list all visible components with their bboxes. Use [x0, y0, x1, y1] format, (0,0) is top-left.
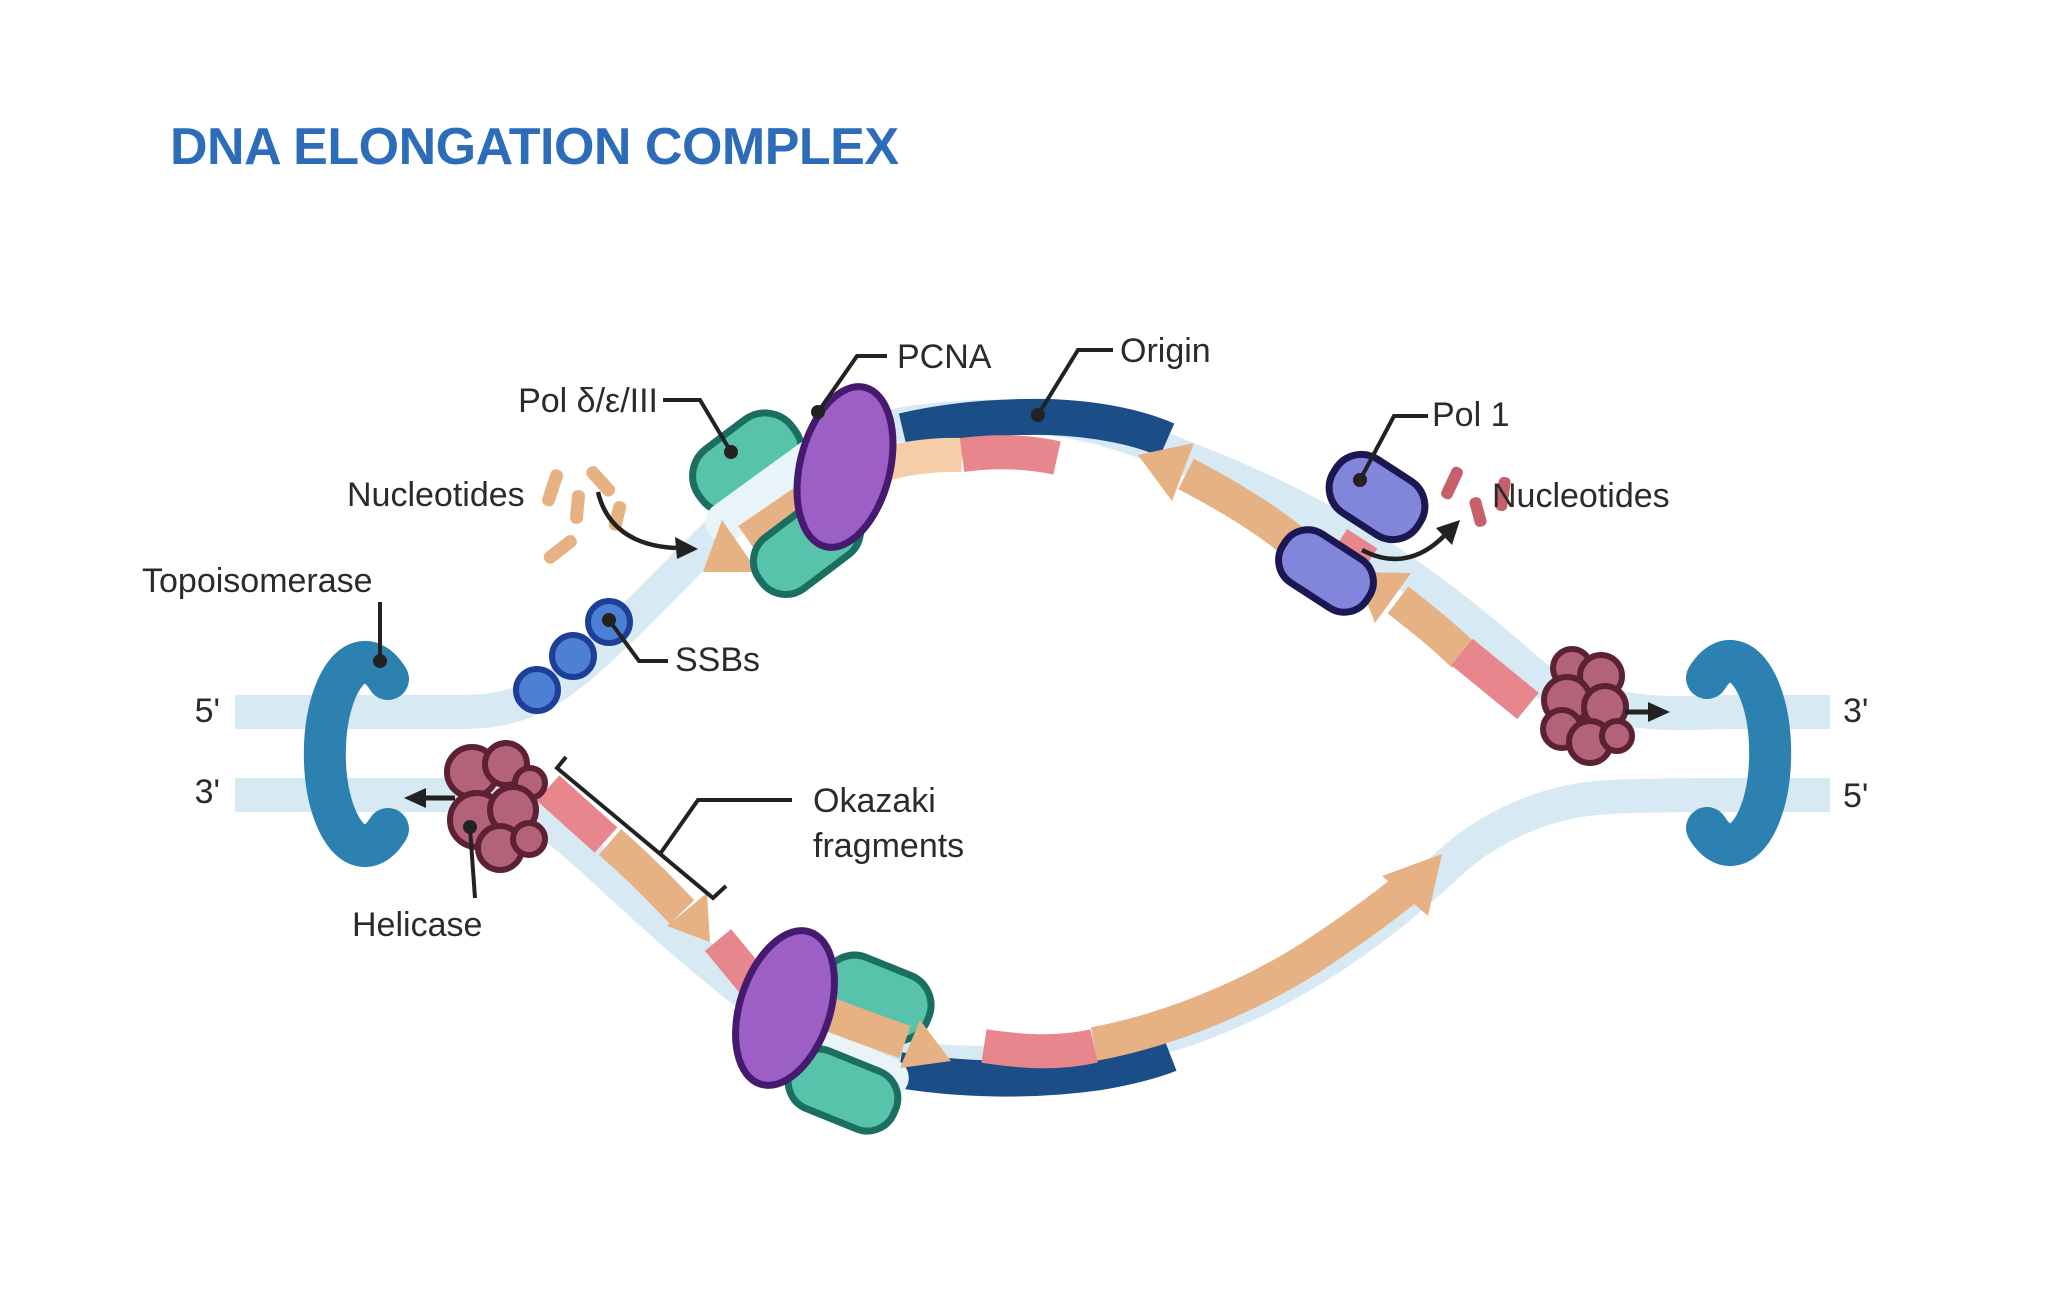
- nucleotide-fragment: [570, 489, 585, 524]
- nucleotide-flow-right-curve: [1360, 534, 1446, 562]
- label-right-bottom-end: 5': [1843, 777, 1868, 815]
- diagram-title: DNA ELONGATION COMPLEX: [170, 118, 899, 176]
- leading-strand-complex: [689, 383, 897, 598]
- pol1-complex: [1275, 450, 1429, 616]
- okazaki-fragment-long-head: [1382, 854, 1442, 916]
- origin-segment-bottom: [896, 1037, 1177, 1097]
- pointer-ssbs: [607, 618, 668, 663]
- nucleotide-flow-left-head: [675, 537, 698, 559]
- nucleotide-flow-left-curve: [595, 491, 677, 551]
- pointer-dot-topoisomerase: [373, 654, 387, 668]
- label-origin: Origin: [1120, 332, 1211, 370]
- pointer-pol-delta: [663, 398, 733, 454]
- origin-segment-top: [898, 398, 1175, 457]
- nucleotide-flow-arrow-right: [1360, 520, 1460, 562]
- ssb-circle-2: [549, 632, 597, 680]
- label-left-top-end: 5': [195, 692, 220, 730]
- label-pcna: PCNA: [897, 338, 992, 376]
- pointer-dot-pol-delta: [724, 445, 738, 459]
- pcna-clamp-bottom: [732, 927, 838, 1089]
- label-okazaki-line2: fragments: [813, 827, 964, 865]
- pol1-capsule-lower: [1275, 526, 1377, 616]
- nucleotides-left-group: [542, 466, 627, 564]
- label-pol-delta: Pol δ/ε/III: [518, 382, 658, 420]
- label-nucleotides-left: Nucleotides: [347, 476, 525, 514]
- nucleotide-fragment: [1441, 466, 1463, 500]
- label-okazaki-line1: Okazaki: [813, 782, 936, 820]
- ssb-proteins: [513, 598, 633, 714]
- okazaki-bracket: [554, 755, 728, 901]
- pointer-helicase: [468, 827, 477, 899]
- label-nucleotides-right: Nucleotides: [1492, 477, 1670, 515]
- okazaki-fragment-1-shaft: [598, 829, 695, 924]
- fork-arrow-right-head: [1648, 702, 1670, 722]
- pointer-dot-helicase: [463, 820, 477, 834]
- lagging-strand-complex: [732, 927, 951, 1135]
- labels: DNA ELONGATION COMPLEX Pol δ/ε/III PCNA …: [142, 118, 1868, 944]
- helicase-left: [444, 740, 548, 873]
- leading-strand-arrow-head: [703, 520, 758, 572]
- okazaki-elbow: [658, 798, 792, 856]
- nucleotide-fragment: [1495, 476, 1511, 512]
- label-helicase: Helicase: [352, 906, 482, 944]
- label-pointers: [373, 348, 1428, 901]
- rna-primer-lagging-1: [536, 775, 618, 853]
- nucleotide-fragment: [586, 466, 616, 497]
- nucleotide-flow-arrow-left: [595, 491, 698, 559]
- okazaki-arrow-pol1-shaft: [1387, 586, 1477, 669]
- rna-primer-lagging-3: [981, 1029, 1098, 1069]
- pcna-clamp-top: [793, 383, 897, 551]
- pointer-dot-ssbs: [602, 613, 616, 627]
- helicase-right-lobe: [1599, 718, 1635, 754]
- helicase-right: [1540, 646, 1635, 766]
- rna-primer-topright-end: [1451, 638, 1539, 720]
- ssb-circle-1: [513, 666, 561, 714]
- pol1-capsule-upper: [1325, 450, 1429, 544]
- label-ssbs: SSBs: [675, 641, 760, 679]
- nucleotide-fragment: [1469, 497, 1487, 527]
- rna-primer-top-center: [959, 435, 1061, 475]
- label-right-top-end: 3': [1843, 692, 1868, 730]
- fork-direction-arrow-right: [1625, 702, 1670, 722]
- fork-direction-arrow-left: [404, 788, 455, 808]
- label-topoisomerase: Topoisomerase: [142, 562, 373, 600]
- pointer-pcna: [816, 354, 887, 414]
- okazaki-fragment-1-head: [667, 893, 710, 942]
- okazaki-fragment-long-shaft: [1090, 870, 1423, 1061]
- nucleotide-fragment: [542, 469, 564, 507]
- pointer-dot-origin: [1031, 408, 1045, 422]
- okazaki-arrow-topright-head: [1138, 443, 1194, 501]
- nascent-strand-bottom: [536, 775, 1442, 1069]
- pointer-origin: [1036, 348, 1113, 417]
- topoisomerase-right: [1686, 640, 1792, 866]
- okazaki-fragment-2-head: [900, 1020, 951, 1068]
- helicase-left-lobe: [510, 820, 548, 858]
- nucleotide-flow-right-head: [1436, 520, 1460, 545]
- label-left-bottom-end: 3': [195, 773, 220, 811]
- pointer-dot-pol1: [1353, 473, 1367, 487]
- topoisomerase-left: [303, 641, 409, 867]
- label-pol1: Pol 1: [1432, 396, 1510, 434]
- nucleotide-fragment: [543, 534, 577, 564]
- fork-arrow-left-head: [404, 788, 426, 808]
- pointer-dot-pcna: [811, 405, 825, 419]
- pointer-pol1: [1358, 414, 1428, 481]
- nucleotides-right-group: [1441, 466, 1511, 527]
